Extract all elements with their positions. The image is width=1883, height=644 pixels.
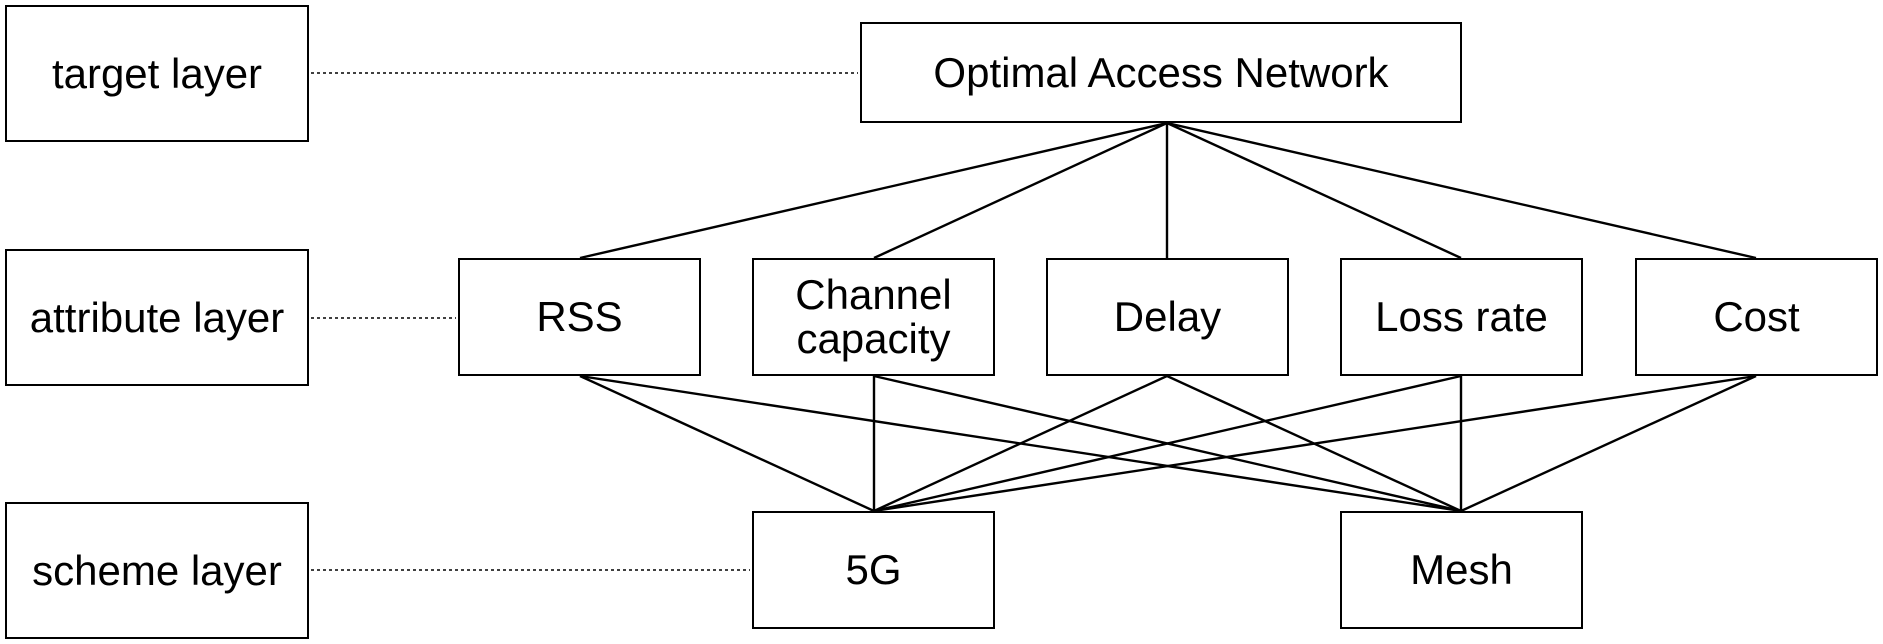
scheme-layer-label-box: scheme layer: [5, 502, 309, 639]
edge-goal-channel: [873, 121, 1168, 260]
scheme-label-5g: 5G: [845, 546, 902, 593]
edge-goal-loss: [1166, 121, 1462, 260]
channel-capacity-line1: Channel: [795, 271, 952, 318]
attribute-label-rss: RSS: [536, 293, 623, 340]
attribute-node-delay: Delay: [1046, 258, 1289, 376]
goal-label: Optimal Access Network: [933, 48, 1389, 96]
edge-goal-cost: [1166, 121, 1757, 260]
scheme-label-mesh: Mesh: [1410, 546, 1513, 593]
attribute-node-loss-rate: Loss rate: [1340, 258, 1583, 376]
edge-cost-mesh: [1460, 374, 1757, 513]
scheme-layer-label: scheme layer: [32, 546, 282, 594]
attribute-node-cost: Cost: [1635, 258, 1878, 376]
attribute-label-cost: Cost: [1713, 293, 1800, 340]
edge-cost-5g: [873, 374, 1757, 513]
scheme-node-5g: 5G: [752, 511, 995, 629]
edge-delay-5g: [873, 374, 1168, 513]
target-layer-label: target layer: [51, 49, 263, 97]
edge-goal-rss: [579, 121, 1168, 260]
goal-node: Optimal Access Network: [860, 22, 1462, 123]
attribute-label-delay: Delay: [1113, 293, 1222, 340]
attribute-node-rss: RSS: [458, 258, 701, 376]
channel-capacity-line2: capacity: [796, 315, 951, 362]
channel-capacity-label: Channel capacity: [795, 273, 951, 361]
scheme-node-mesh: Mesh: [1340, 511, 1583, 629]
attribute-layer-label: attribute layer: [29, 293, 285, 341]
target-layer-label-box: target layer: [5, 5, 309, 142]
attribute-node-channel-capacity: Channel capacity: [752, 258, 995, 376]
edge-rss-5g: [579, 374, 875, 513]
attribute-label-loss-rate: Loss rate: [1375, 293, 1548, 340]
attribute-layer-label-box: attribute layer: [5, 249, 309, 386]
edge-loss-5g: [873, 374, 1462, 513]
